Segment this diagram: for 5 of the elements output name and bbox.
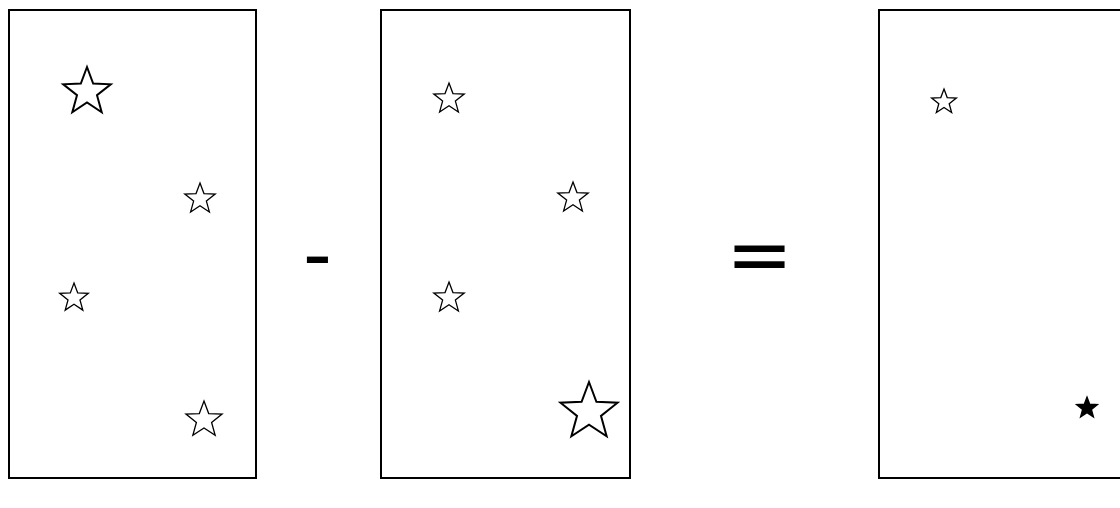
minus-sign: - [303, 215, 332, 295]
equals-sign: = [726, 215, 794, 295]
panel-box [878, 9, 1120, 479]
panel-box [8, 9, 257, 479]
panel-box [380, 9, 631, 479]
